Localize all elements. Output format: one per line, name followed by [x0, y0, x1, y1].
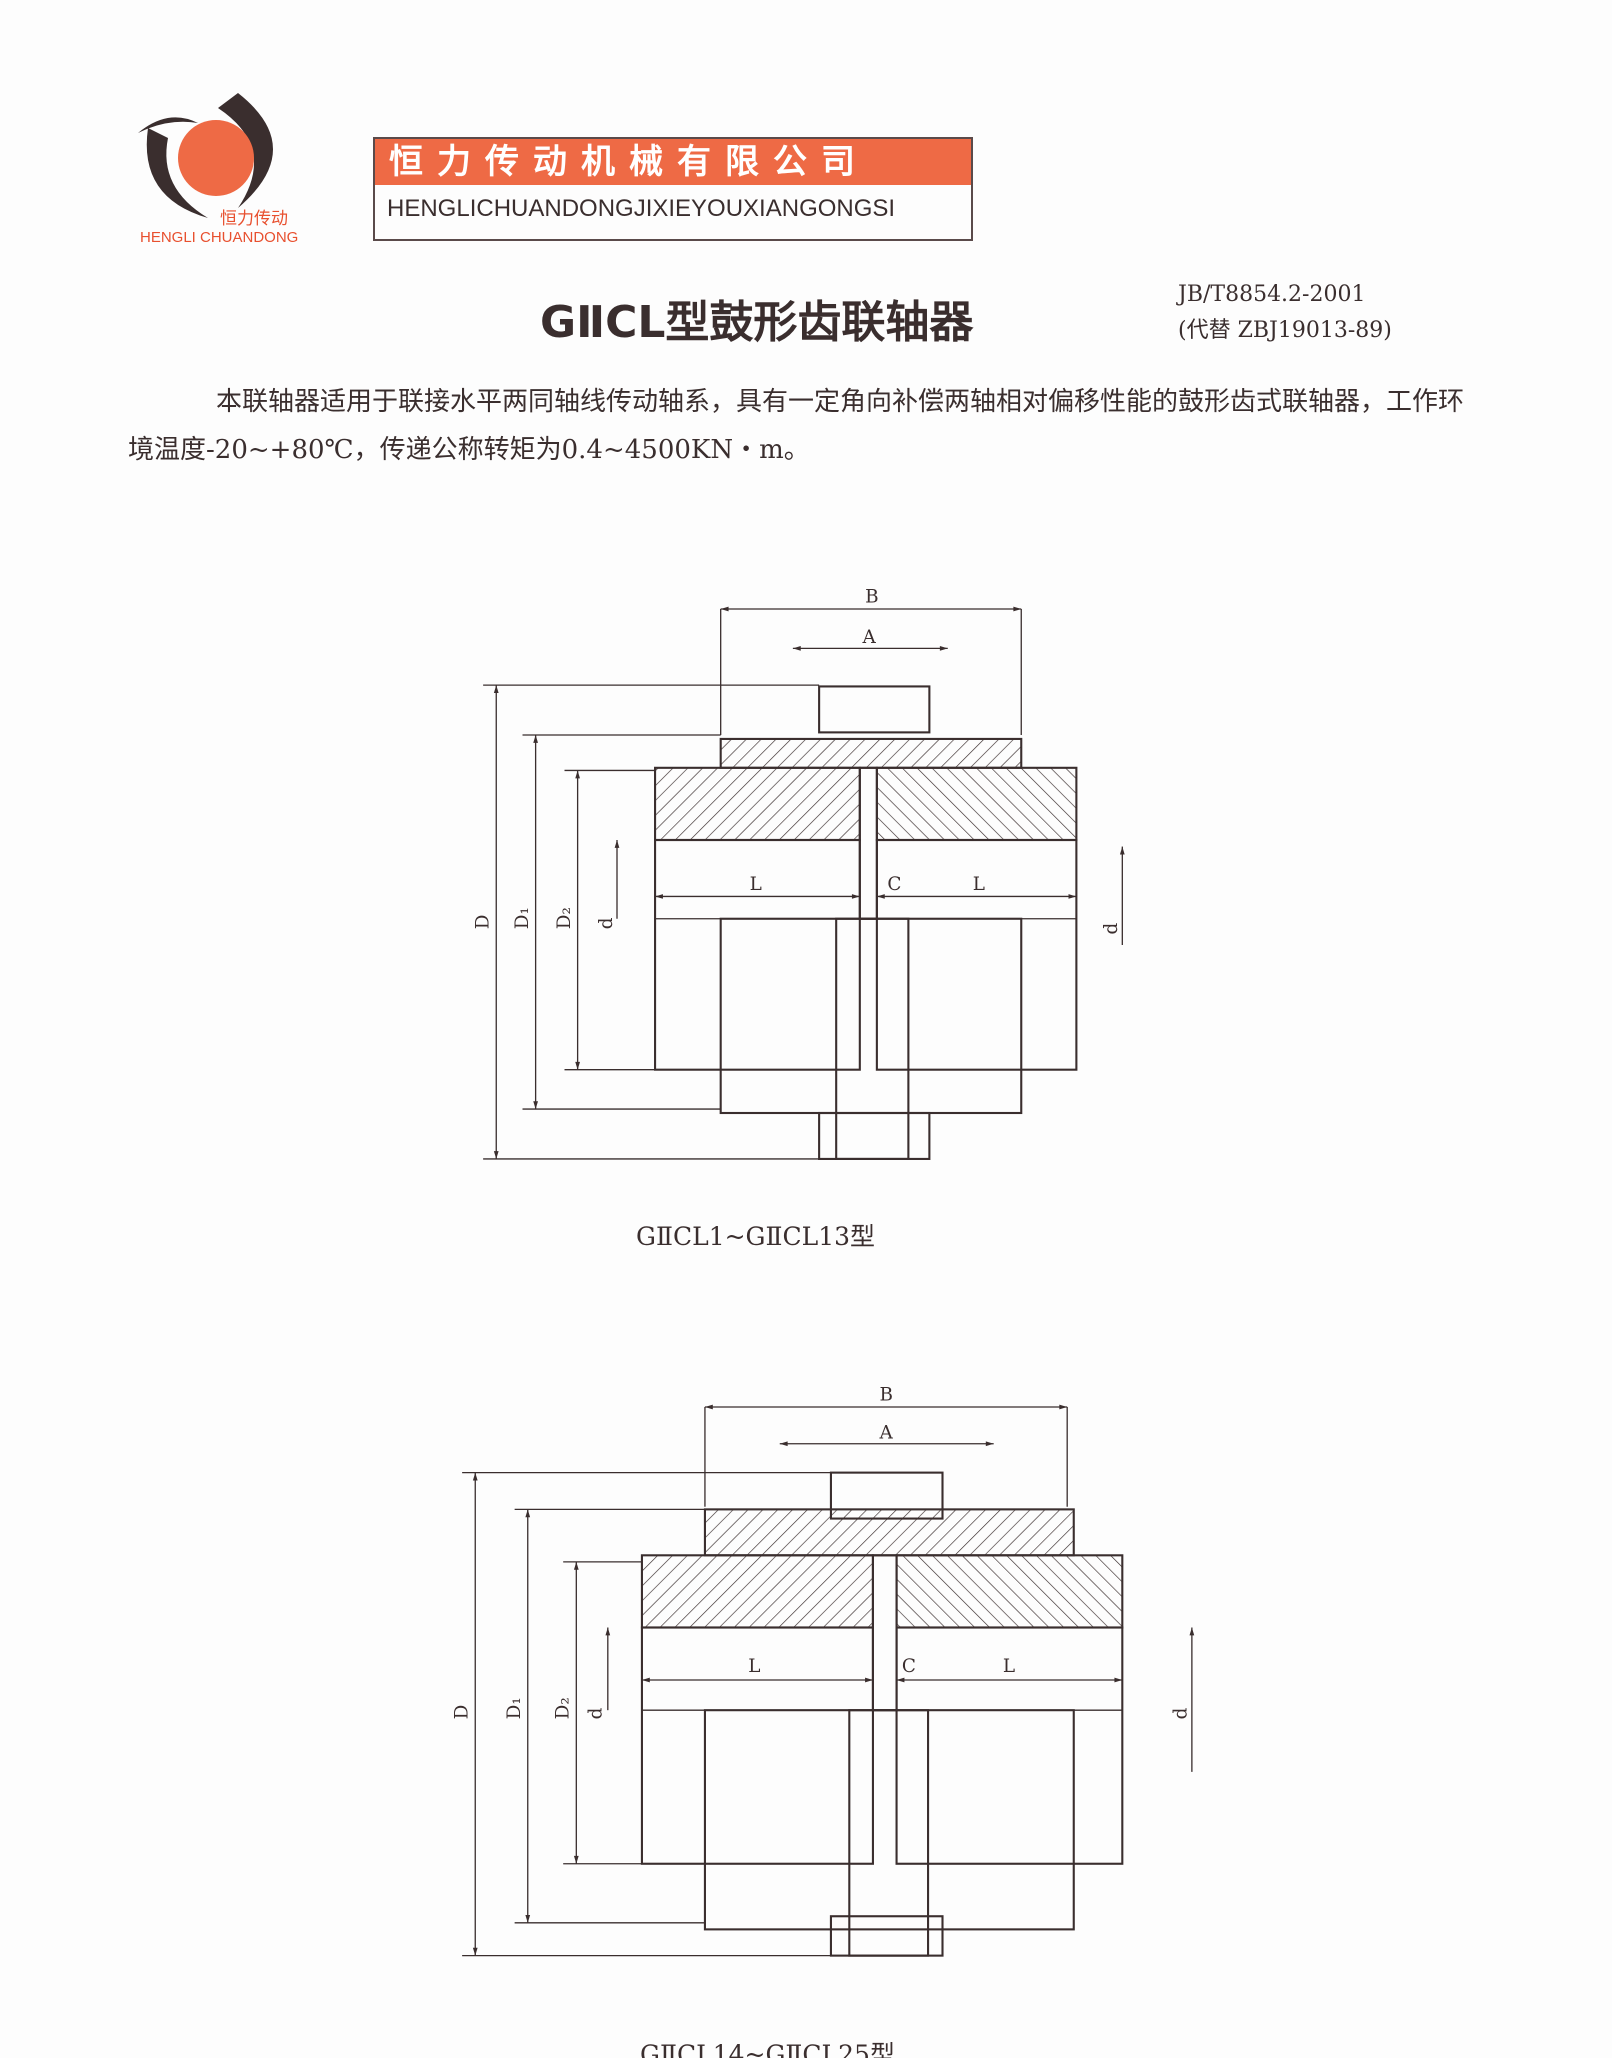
dim-label-L: L — [750, 874, 762, 895]
dim-label-A: A — [861, 627, 876, 648]
company-logo — [138, 93, 273, 218]
dim-label-D: D — [451, 1705, 472, 1720]
dim-label-D1: D₁ — [504, 1697, 525, 1719]
logo-chinese-text: 恒力传动 — [220, 209, 288, 229]
coupling-drawing-1 — [483, 606, 1125, 1160]
standard-replaces: (代替 ZBJ19013-89) — [1178, 318, 1392, 343]
figure-caption-2: GⅡCL14~GⅡCL25型 — [640, 2040, 895, 2058]
dim-label-L: L — [748, 1656, 760, 1677]
dim-label-d: d — [585, 1707, 606, 1719]
coupling-drawing-2 — [462, 1404, 1195, 1957]
logo-english-text: HENGLI CHUANDONG — [140, 229, 299, 246]
page-title: GⅡCL型鼓形齿联轴器 — [540, 297, 974, 348]
dim-label-d: d — [1101, 922, 1122, 934]
dim-label-C: C — [887, 874, 901, 895]
dim-label-L: L — [973, 874, 985, 895]
company-name-en: HENGLICHUANDONGJIXIEYOUXIANGONGSI — [387, 195, 896, 222]
dim-label-L: L — [1003, 1656, 1015, 1677]
dim-label-B: B — [880, 1384, 894, 1405]
company-banner: 恒力传动机械有限公司 HENGLICHUANDONGJIXIEYOUXIANGO… — [373, 137, 973, 241]
dim-label-D1: D₁ — [512, 907, 533, 929]
standard-code: JB/T8854.2-2001 — [1178, 282, 1366, 307]
dim-label-D2: D₂ — [554, 907, 575, 929]
dim-label-C: C — [902, 1656, 916, 1677]
company-name-cn: 恒力传动机械有限公司 — [375, 139, 971, 185]
dim-label-D: D — [472, 915, 493, 930]
dim-label-d: d — [1171, 1707, 1192, 1719]
dim-label-D2: D₂ — [552, 1697, 573, 1719]
dim-label-d: d — [596, 917, 617, 929]
dim-label-B: B — [865, 586, 879, 607]
figure-caption-1: GⅡCL1~GⅡCL13型 — [636, 1222, 876, 1251]
dim-label-A: A — [879, 1423, 894, 1444]
description-paragraph: 本联轴器适用于联接水平两同轴线传动轴系，具有一定角向补偿两轴相对偏移性能的鼓形齿… — [128, 387, 1465, 465]
